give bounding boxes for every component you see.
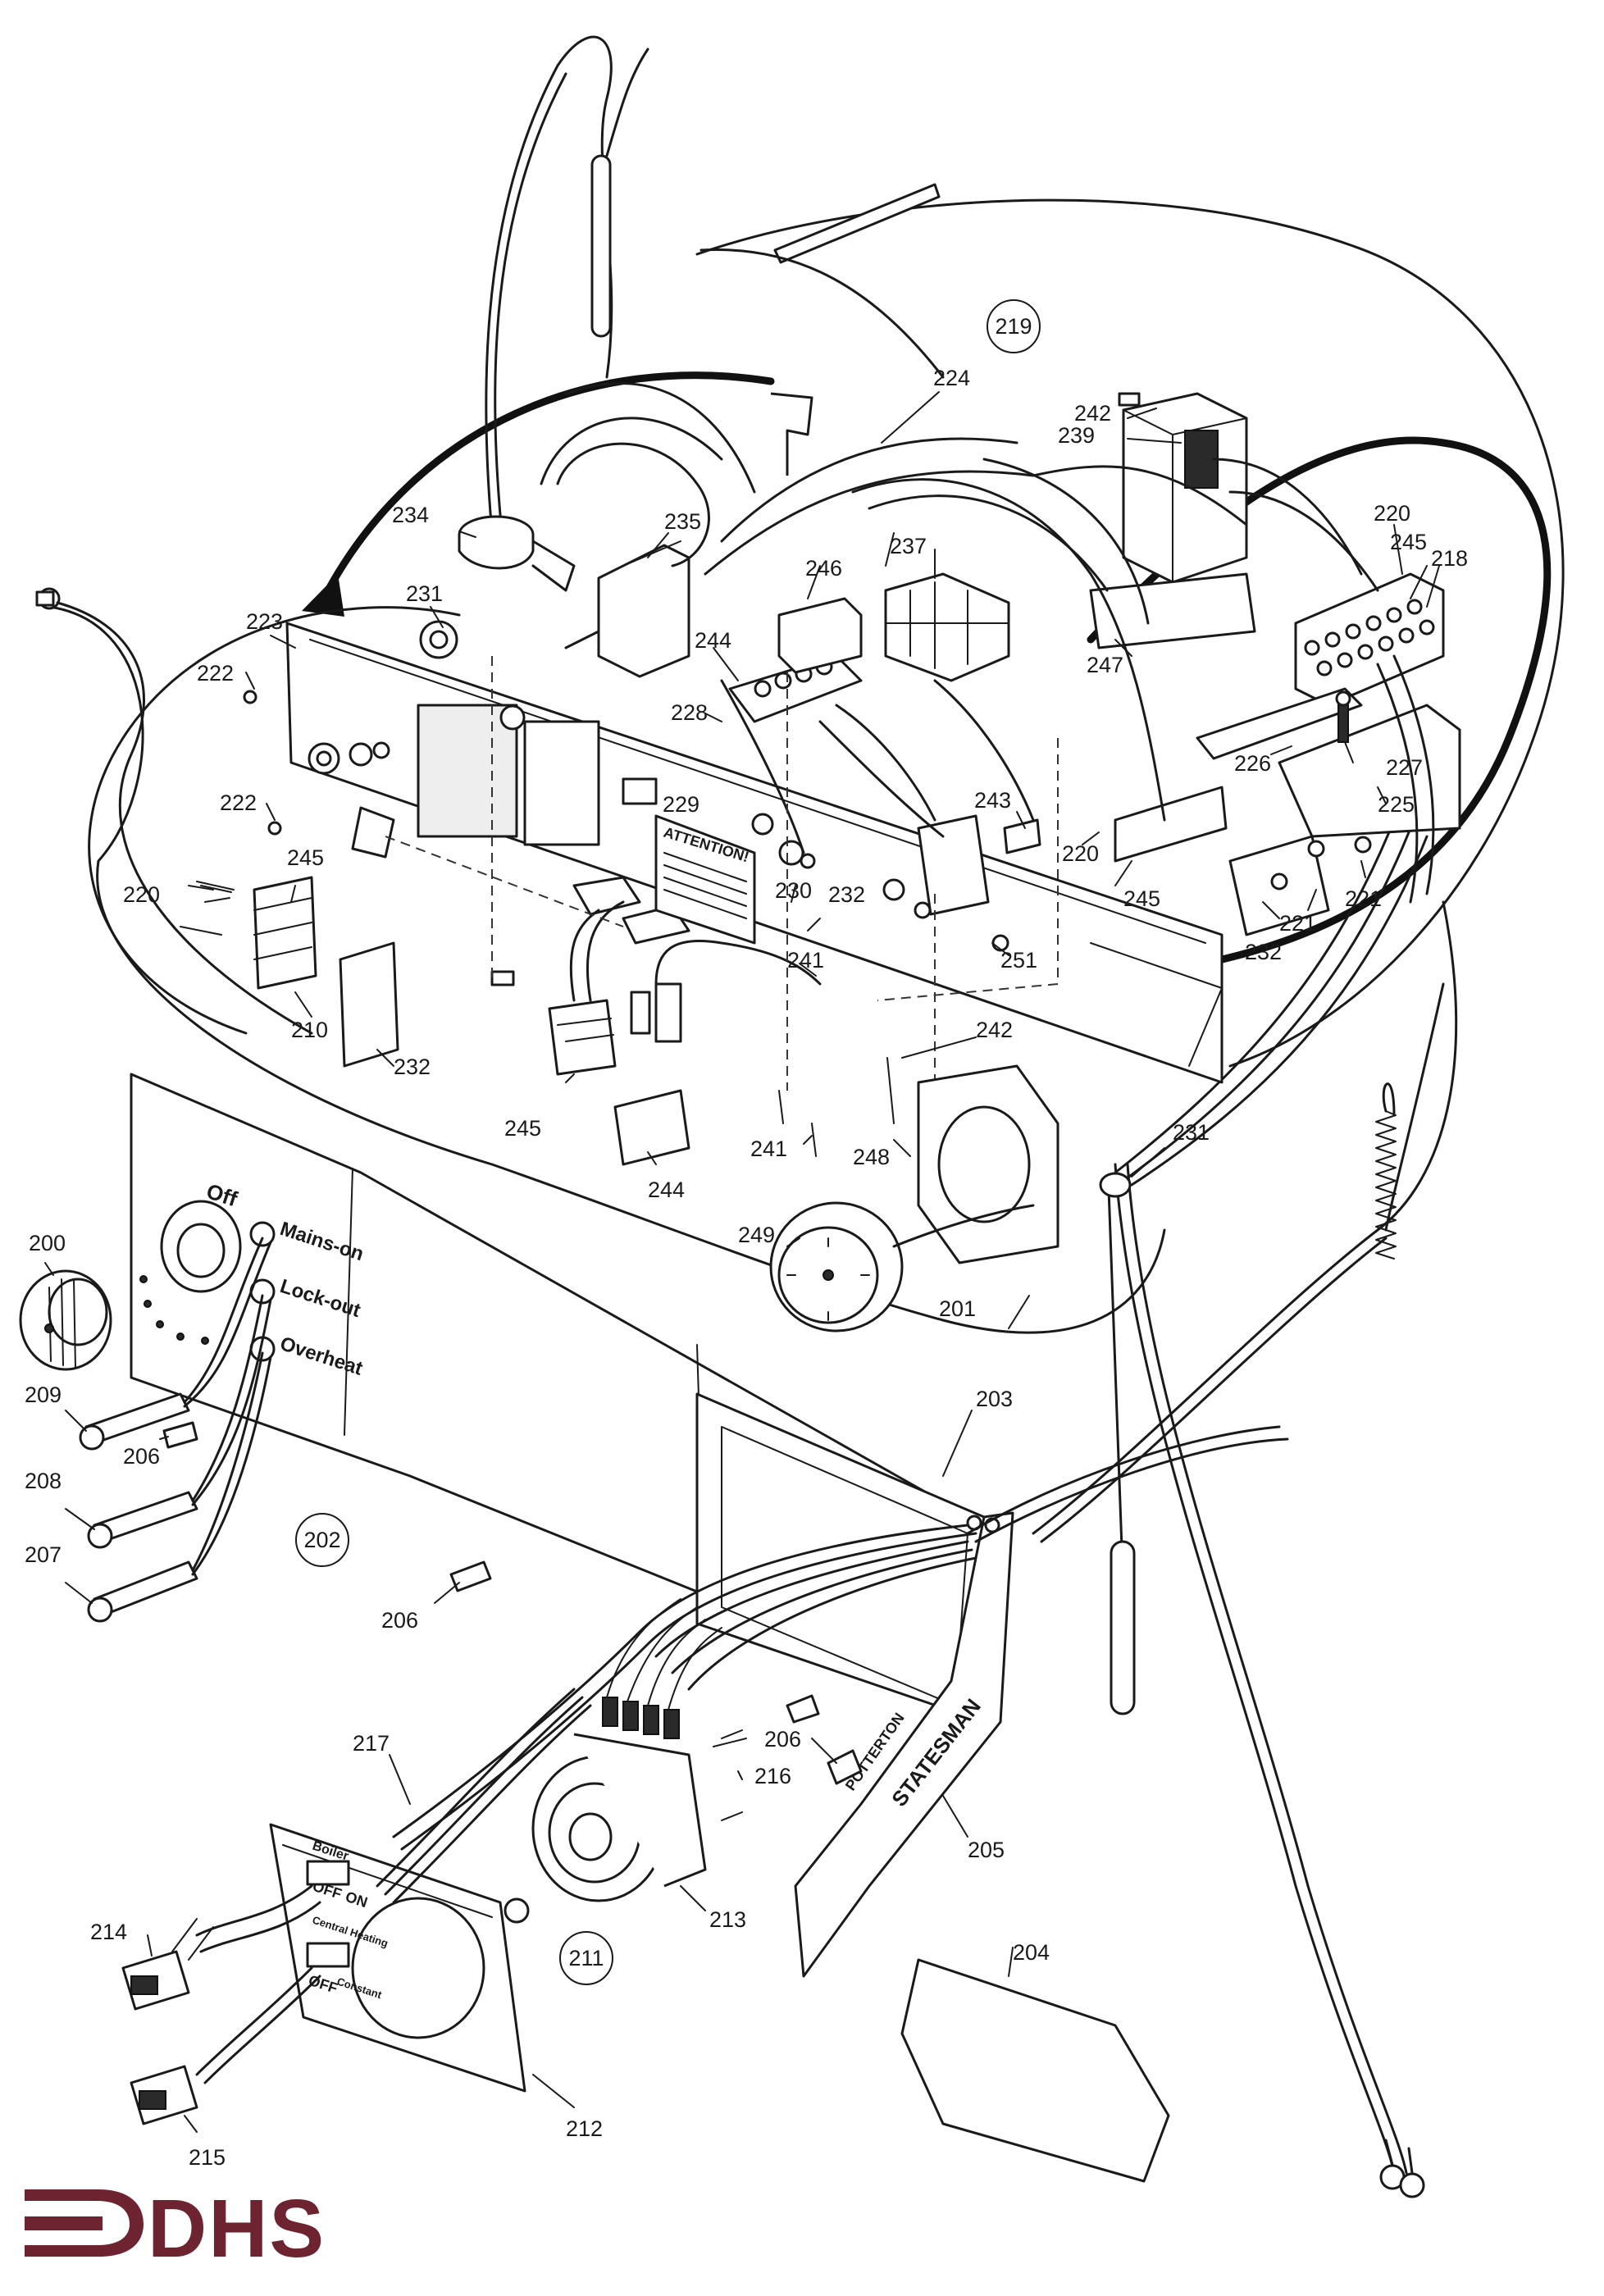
- callout-223: 223: [246, 609, 283, 634]
- callout-218: 218: [1431, 546, 1468, 571]
- callout-205: 205: [968, 1838, 1005, 1862]
- callout-228: 228: [671, 700, 708, 725]
- callout-240: 242: [976, 1018, 1013, 1042]
- timer-assembly: [531, 1598, 747, 1902]
- callout-242: 243: [974, 788, 1011, 813]
- terminal-posts: [1304, 599, 1435, 676]
- callout-234-right: 232: [1245, 940, 1282, 964]
- switch-plate: Boiler OFF ON Central Heating Constant O…: [121, 1688, 592, 2125]
- callout-201: 201: [939, 1296, 976, 1321]
- callout-220-left: 220: [123, 882, 160, 907]
- callout-232-top: 231: [406, 581, 443, 606]
- circled-callouts: 219 202 211: [295, 299, 1041, 1985]
- callout-226: 226: [1234, 751, 1271, 776]
- callout-214: 214: [90, 1920, 127, 1944]
- callout-222-mid: 222: [220, 790, 257, 815]
- callout-246: 244: [695, 628, 731, 653]
- callout-244: 245: [504, 1116, 541, 1141]
- callout-229: 229: [663, 792, 699, 817]
- callout-224: 224: [933, 366, 970, 390]
- callout-231: 232: [828, 882, 865, 907]
- callout-236: 235: [664, 509, 701, 534]
- callout-221-b: 221: [1345, 886, 1382, 911]
- dhs-logo-mark: [25, 2189, 144, 2257]
- callout-212: 212: [566, 2116, 603, 2141]
- callout-225: 225: [1378, 792, 1415, 817]
- callout-209: 209: [25, 1383, 62, 1407]
- assembly-outline: [48, 605, 1166, 1334]
- callout-222-top: 222: [197, 661, 234, 686]
- callout-248: 247: [1087, 653, 1123, 677]
- callout-249: 248: [853, 1145, 890, 1169]
- callout-245-left: 245: [287, 845, 324, 870]
- wire-harness: [1032, 818, 1458, 2198]
- callout-232-right: 231: [1173, 1120, 1210, 1145]
- callout-239-top: 241: [787, 948, 824, 973]
- gauge-assembly: [769, 1064, 1132, 1332]
- callout-210: 210: [291, 1018, 328, 1042]
- callout-230: 230: [775, 878, 812, 903]
- callout-237: 237: [890, 534, 927, 558]
- callout-220-mid: 220: [1062, 841, 1099, 866]
- callout-220-top: 220: [1374, 501, 1410, 526]
- callout-245-mid: 245: [1123, 886, 1160, 911]
- callout-207: 207: [25, 1542, 62, 1567]
- callout-234-left: 232: [394, 1055, 431, 1079]
- upper-components: [419, 381, 1461, 936]
- clip-206: [827, 1749, 863, 1785]
- left-connector: [35, 587, 399, 1068]
- front-housing: STATESMAN POTTERTON: [392, 1392, 1289, 1978]
- callout-labels: 224 242 239 220 245 218 234 235 231 223 …: [25, 366, 1468, 2170]
- callout-245-top: 245: [1390, 530, 1427, 554]
- dhs-logo: DHS: [25, 2183, 326, 2275]
- callout-213: 213: [709, 1907, 746, 1932]
- leader-lines: [44, 391, 1440, 2133]
- callout-238: 239: [1058, 423, 1095, 448]
- callout-250: 249: [738, 1223, 775, 1247]
- callout-239-bottom: 241: [750, 1137, 787, 1161]
- callout-243: 244: [648, 1178, 685, 1202]
- dhs-logo-text: DHS: [148, 2183, 326, 2275]
- callout-241: 242: [1074, 401, 1111, 426]
- lower-mid-parts: [385, 656, 1059, 1166]
- callout-211: 211: [568, 1946, 604, 1970]
- callout-251: 251: [1000, 948, 1037, 973]
- sensor-wires: [88, 35, 1565, 1068]
- callout-215: 215: [189, 2145, 226, 2170]
- callout-206-left: 206: [123, 1444, 160, 1469]
- indicator-lamps: [79, 1237, 820, 1724]
- callout-203: 203: [976, 1387, 1013, 1411]
- callout-247: 246: [805, 556, 842, 581]
- callout-221-a: 221: [1279, 911, 1316, 936]
- control-chassis: ATTENTION!: [285, 622, 1224, 1084]
- callout-200: 200: [29, 1231, 66, 1255]
- control-knob: [19, 1269, 112, 1371]
- callout-202: 202: [303, 1528, 340, 1552]
- viewing-window: [900, 1958, 1170, 2183]
- callout-217: 217: [353, 1731, 390, 1756]
- callout-206-right: 206: [764, 1727, 801, 1752]
- callout-208: 208: [25, 1469, 62, 1493]
- callout-206-mid: 206: [381, 1608, 418, 1633]
- callout-235: 234: [392, 503, 429, 527]
- callout-204: 204: [1013, 1940, 1050, 1965]
- callout-216: 216: [754, 1764, 791, 1788]
- callout-227: 227: [1386, 755, 1423, 780]
- callout-219: 219: [995, 314, 1032, 339]
